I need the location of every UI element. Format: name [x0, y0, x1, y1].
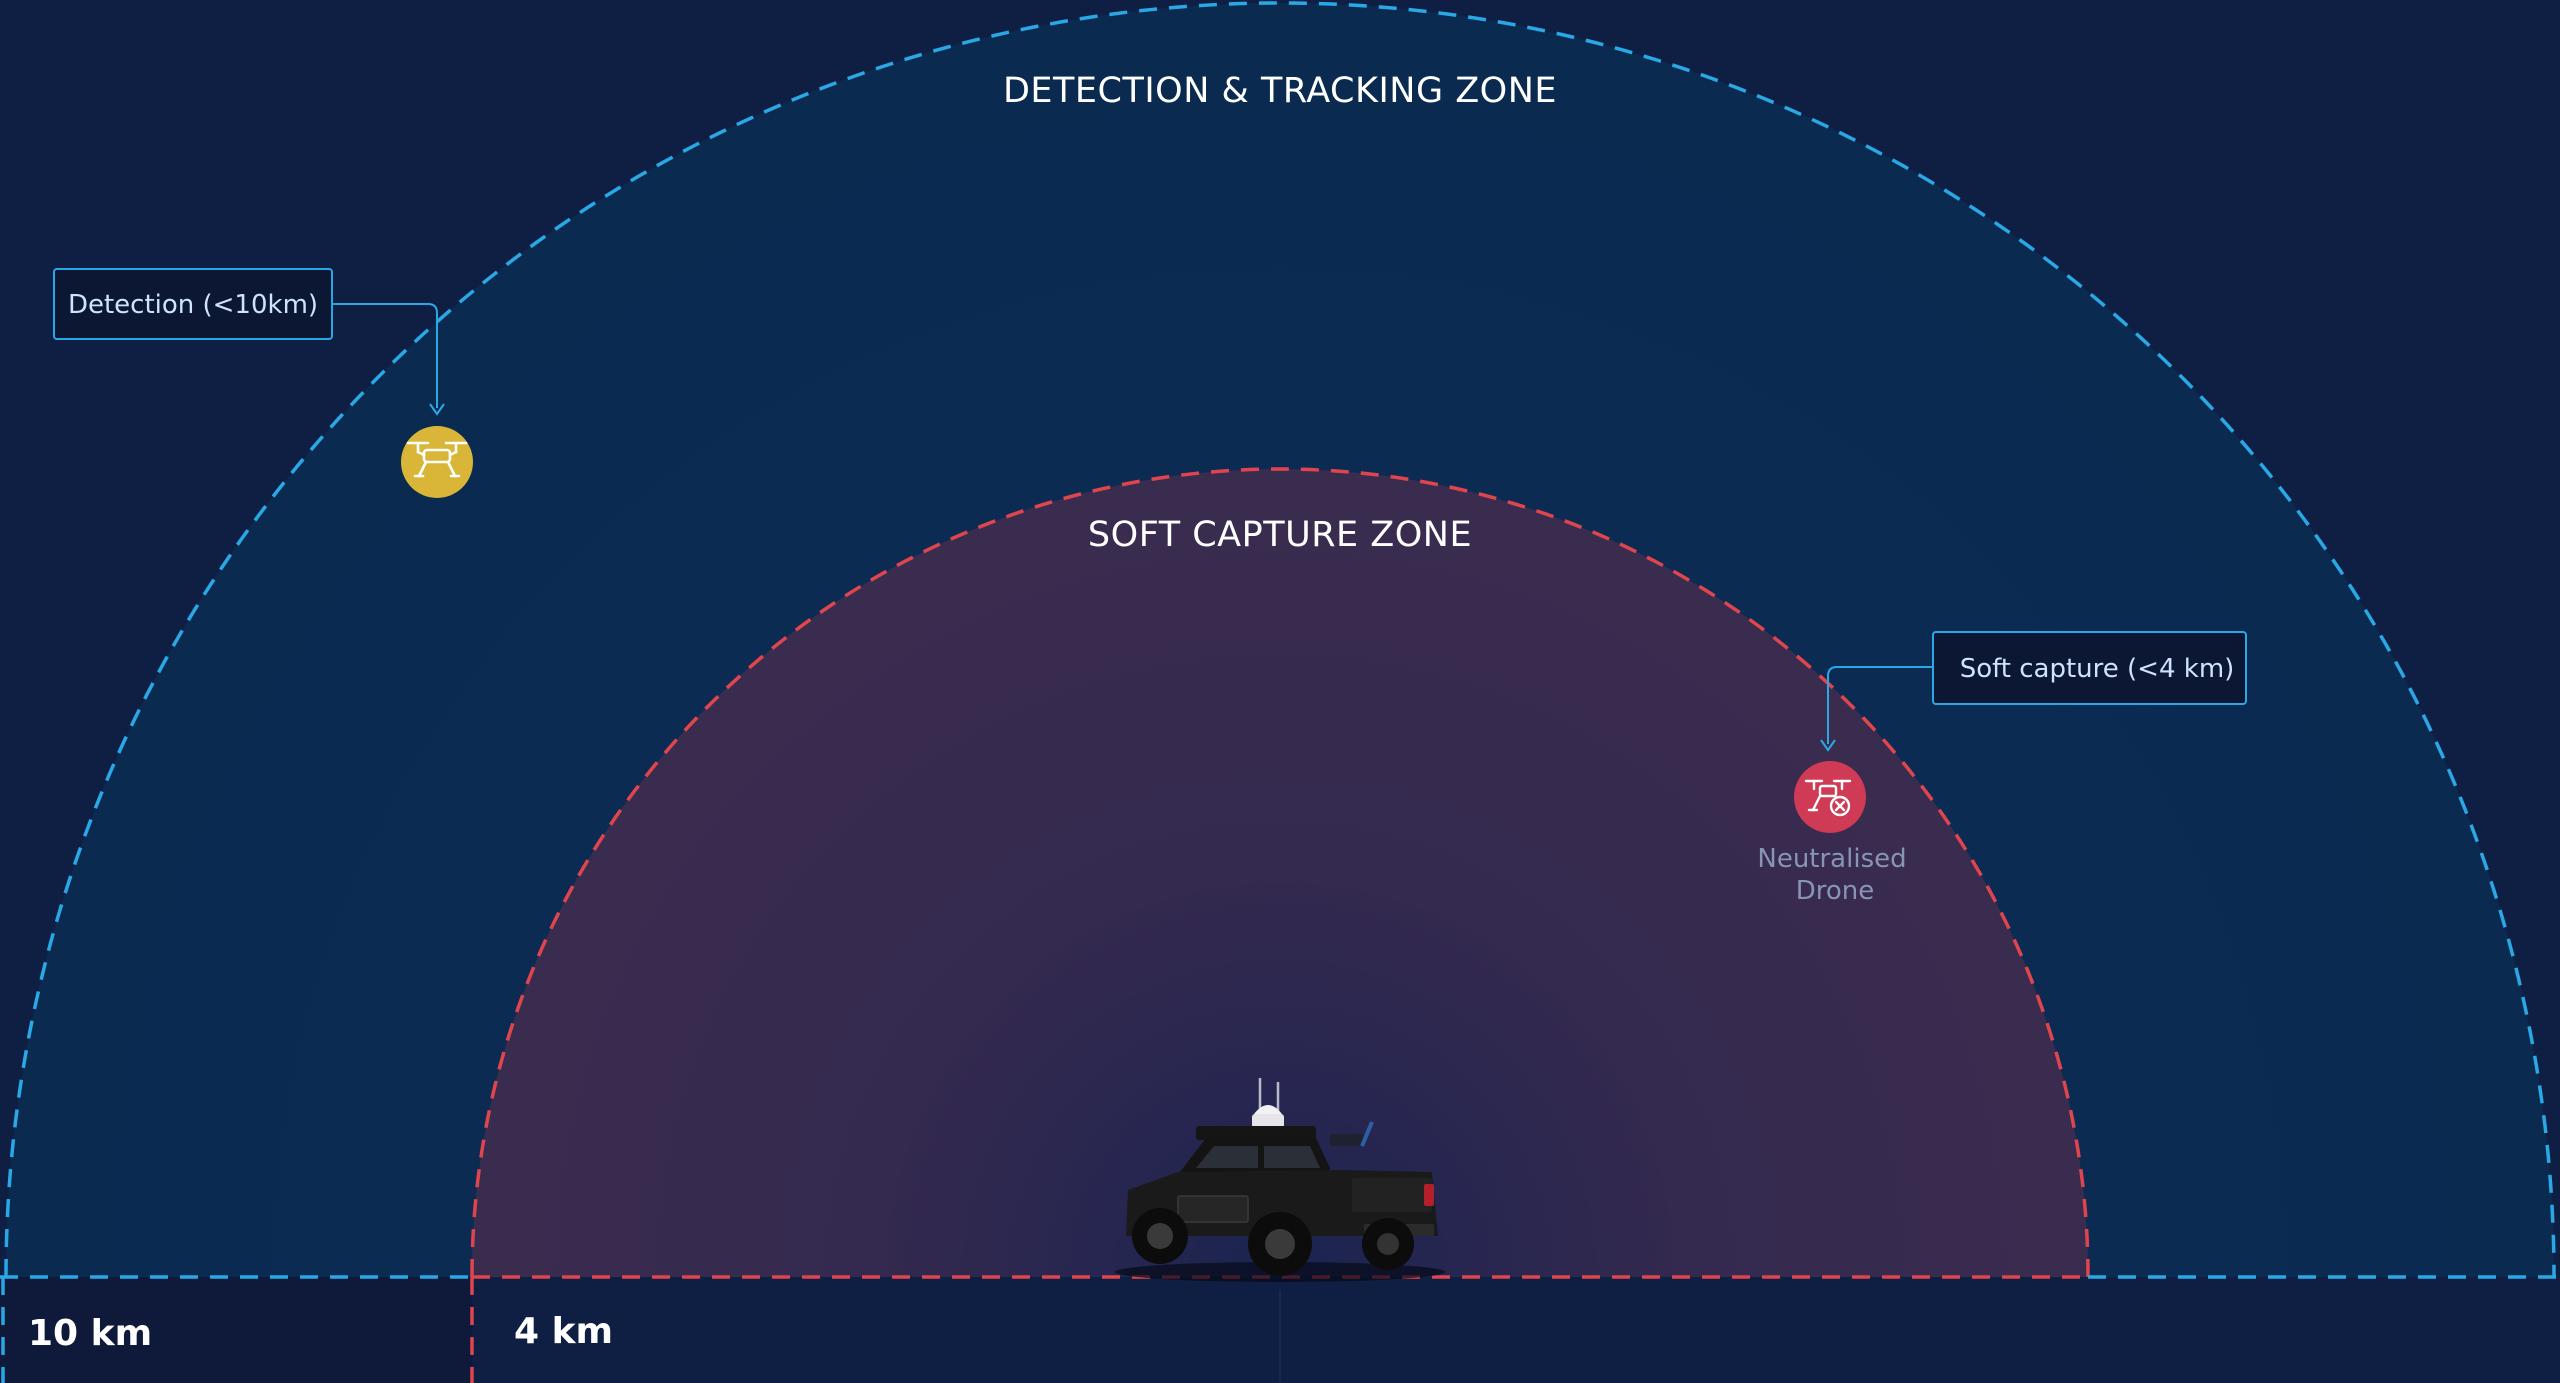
detection-callout-arrow — [429, 403, 445, 416]
neutralised-label-line1: Neutralised — [1757, 844, 1906, 874]
vehicle-jammer-antenna — [1360, 1121, 1374, 1147]
capture-zone-title: SOFT CAPTURE ZONE — [1088, 515, 1472, 555]
vehicle-rim-front — [1147, 1223, 1173, 1249]
vehicle-tailgate — [1352, 1178, 1432, 1212]
capture-callout-connector — [1827, 666, 1933, 744]
detection-zone-boundary — [4, 1, 2556, 1278]
detected-drone-marker — [401, 426, 473, 498]
neutralised-label-line2: Drone — [1796, 876, 1875, 906]
vehicle-tail-light — [1424, 1184, 1434, 1206]
capture-callout-arrow — [1820, 739, 1836, 752]
vehicle-window-front — [1196, 1146, 1258, 1168]
capture-zone-boundary — [470, 467, 2090, 1278]
scale-band-outer — [0, 1277, 472, 1383]
detection-callout-label: Detection (<10km) — [68, 290, 318, 320]
capture-callout: Soft capture (<4 km) — [1820, 631, 2247, 752]
detection-callout: Detection (<10km) — [53, 268, 445, 416]
vehicle-rim-rear-near — [1265, 1229, 1295, 1259]
vehicle-radar-dome — [1252, 1114, 1284, 1128]
capture-callout-label: Soft capture (<4 km) — [1960, 654, 2235, 684]
vehicle-radar-top — [1254, 1105, 1282, 1114]
scale-label-10km: 10 km — [28, 1313, 152, 1354]
scale-label-4km: 4 km — [514, 1311, 613, 1352]
vehicle-rim-rear — [1377, 1233, 1399, 1255]
capture-zone-fill — [472, 469, 2088, 1277]
detection-callout-connector — [332, 303, 438, 408]
drone-cancel-icon — [1804, 779, 1852, 817]
vehicle-bed-equipment — [1330, 1134, 1364, 1146]
detection-zone-title: DETECTION & TRACKING ZONE — [1003, 71, 1557, 111]
vehicle-illustration — [1115, 1078, 1445, 1282]
drone-icon — [406, 441, 468, 478]
vehicle-roof-rack — [1196, 1126, 1316, 1140]
vehicle-door-panel — [1177, 1195, 1249, 1223]
neutralised-drone-marker: Neutralised Drone — [1757, 761, 1907, 906]
vehicle-window-rear — [1264, 1146, 1320, 1168]
